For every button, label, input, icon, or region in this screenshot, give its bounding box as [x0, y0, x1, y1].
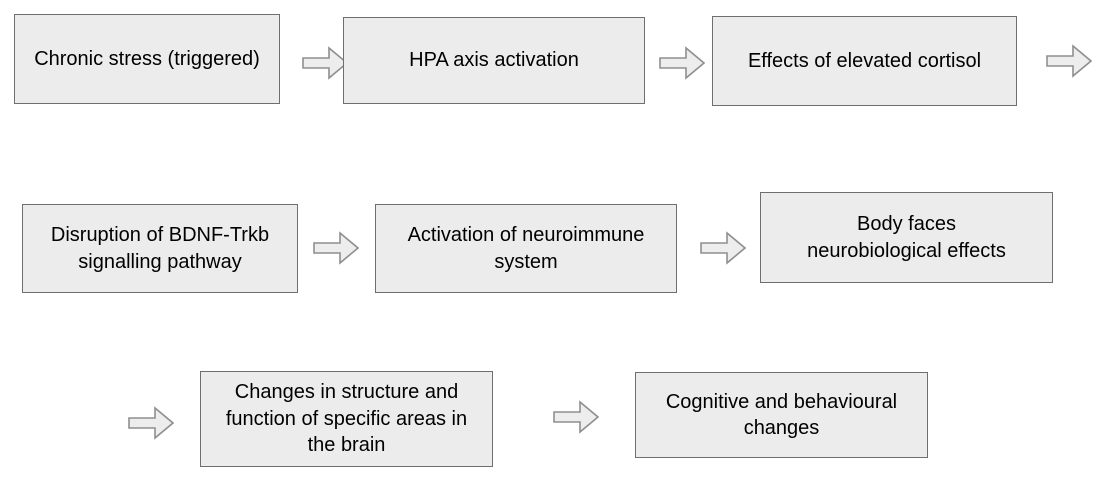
right-block-arrow-icon	[700, 231, 746, 265]
flow-box-brain-structure-changes: Changes in structure and function of spe…	[200, 371, 493, 467]
flow-box-label: HPA axis activation	[409, 49, 579, 72]
right-block-arrow-icon	[302, 46, 348, 80]
right-block-arrow-icon	[659, 46, 705, 80]
flow-box-cognitive-behavioural-changes: Cognitive and behavioural changes	[635, 372, 928, 458]
right-block-arrow-icon	[553, 400, 599, 434]
flow-box-label: Effects of elevated cortisol	[747, 49, 982, 72]
flow-box-label: Activation of neuroimmune system	[407, 224, 645, 273]
flow-box-label: Body faces neurobiological effects	[807, 213, 1006, 262]
flow-box-label: Disruption of BDNF-Trkb signalling pathw…	[50, 224, 270, 273]
right-block-arrow-icon	[1046, 44, 1092, 78]
flow-box-hpa-axis: HPA axis activation	[343, 17, 645, 104]
flow-box-label: Changes in structure and function of spe…	[225, 381, 468, 457]
flow-box-elevated-cortisol: Effects of elevated cortisol	[712, 16, 1017, 106]
flow-box-bdnf-trkb: Disruption of BDNF-Trkb signalling pathw…	[22, 204, 298, 293]
flow-box-label: Cognitive and behavioural changes	[665, 390, 898, 439]
flow-box-chronic-stress: Chronic stress (triggered)	[14, 14, 280, 104]
flow-box-neurobiological-effects: Body faces neurobiological effects	[760, 192, 1053, 283]
right-block-arrow-icon	[313, 231, 359, 265]
flow-box-label: Chronic stress (triggered)	[34, 47, 260, 70]
flow-box-neuroimmune: Activation of neuroimmune system	[375, 204, 677, 293]
right-block-arrow-icon	[128, 406, 174, 440]
